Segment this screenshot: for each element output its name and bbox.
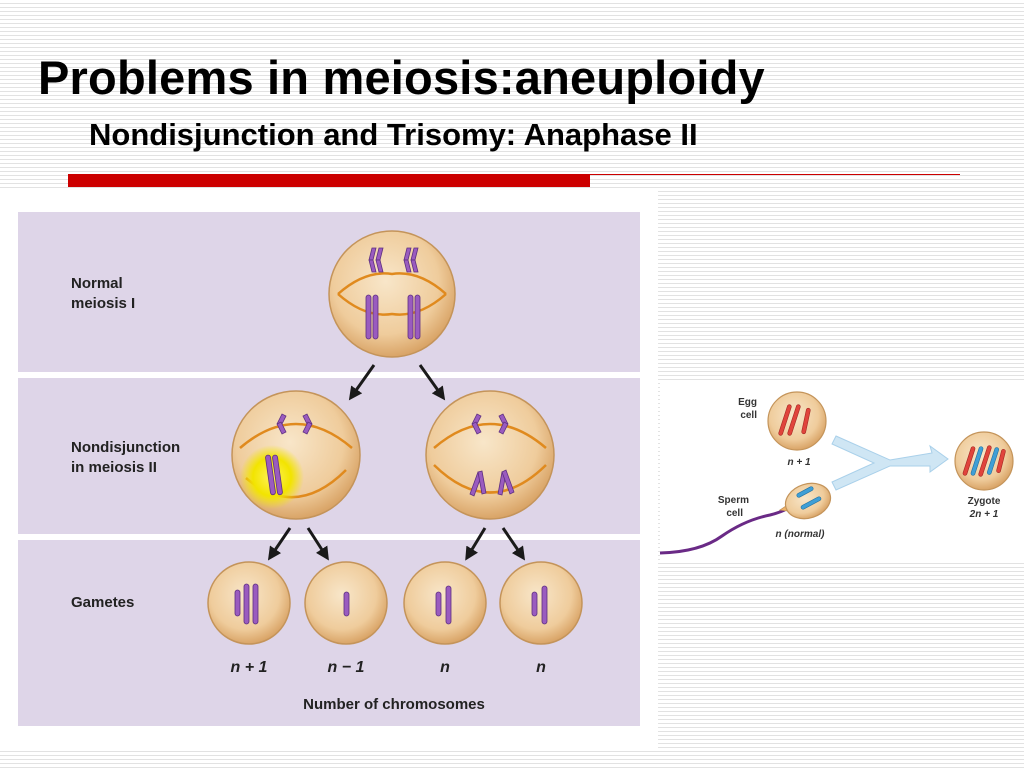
zygote-count: 2n + 1 [969, 509, 999, 520]
cell-meiosis-ii-nondisjunction [231, 390, 361, 520]
sperm-label-line1: Sperm [718, 495, 749, 506]
sperm-cell [659, 482, 832, 555]
zygote-label: Zygote [968, 496, 1001, 507]
title-underline-bar [68, 174, 590, 187]
arrow-to-left-cell [348, 364, 376, 401]
count-gamete-2: n − 1 [328, 659, 365, 676]
figure-area: Normal meiosis I Nondisjunction in meios… [0, 190, 1024, 750]
label-in-meiosis-ii: in meiosis II [71, 459, 157, 476]
title-underline-line [590, 174, 960, 175]
arrow-to-gamete-1 [267, 527, 292, 561]
egg-label-line1: Egg [738, 397, 757, 408]
zygote [954, 431, 1014, 491]
fertilization-inset: Egg cell n + 1 Sperm cell n (normal) [659, 382, 1024, 560]
arrow-to-gamete-2 [306, 527, 329, 561]
sperm-label-line2: cell [726, 508, 743, 519]
gamete-n-plus-1 [207, 561, 291, 645]
count-gamete-4: n [536, 659, 546, 676]
slide-subtitle: Nondisjunction and Trisomy: Anaphase II [89, 117, 698, 152]
label-normal: Normal [71, 275, 123, 292]
fusion-arrow [831, 435, 949, 491]
cell-meiosis-i [328, 230, 456, 358]
egg-count: n + 1 [787, 457, 811, 468]
count-gamete-3: n [440, 659, 450, 676]
label-nondisjunction: Nondisjunction [71, 439, 180, 456]
gamete-n-b [499, 561, 583, 645]
sperm-count: n (normal) [776, 529, 826, 540]
diagram-svg: Normal meiosis I Nondisjunction in meios… [0, 190, 1024, 750]
arrow-to-right-cell [418, 364, 446, 401]
arrow-to-gamete-4 [501, 527, 526, 561]
label-meiosis-i: meiosis I [71, 295, 135, 312]
slide-title: Problems in meiosis:aneuploidy [38, 51, 765, 104]
arrow-to-gamete-3 [465, 527, 487, 561]
number-of-chromosomes-caption: Number of chromosomes [303, 696, 485, 713]
gamete-n-a [403, 561, 487, 645]
count-gamete-1: n + 1 [231, 659, 268, 676]
egg-label-line2: cell [740, 410, 757, 421]
cell-meiosis-ii-normal [425, 390, 555, 520]
label-gametes: Gametes [71, 594, 134, 611]
egg-cell [767, 391, 827, 451]
gamete-n-minus-1 [304, 561, 388, 645]
